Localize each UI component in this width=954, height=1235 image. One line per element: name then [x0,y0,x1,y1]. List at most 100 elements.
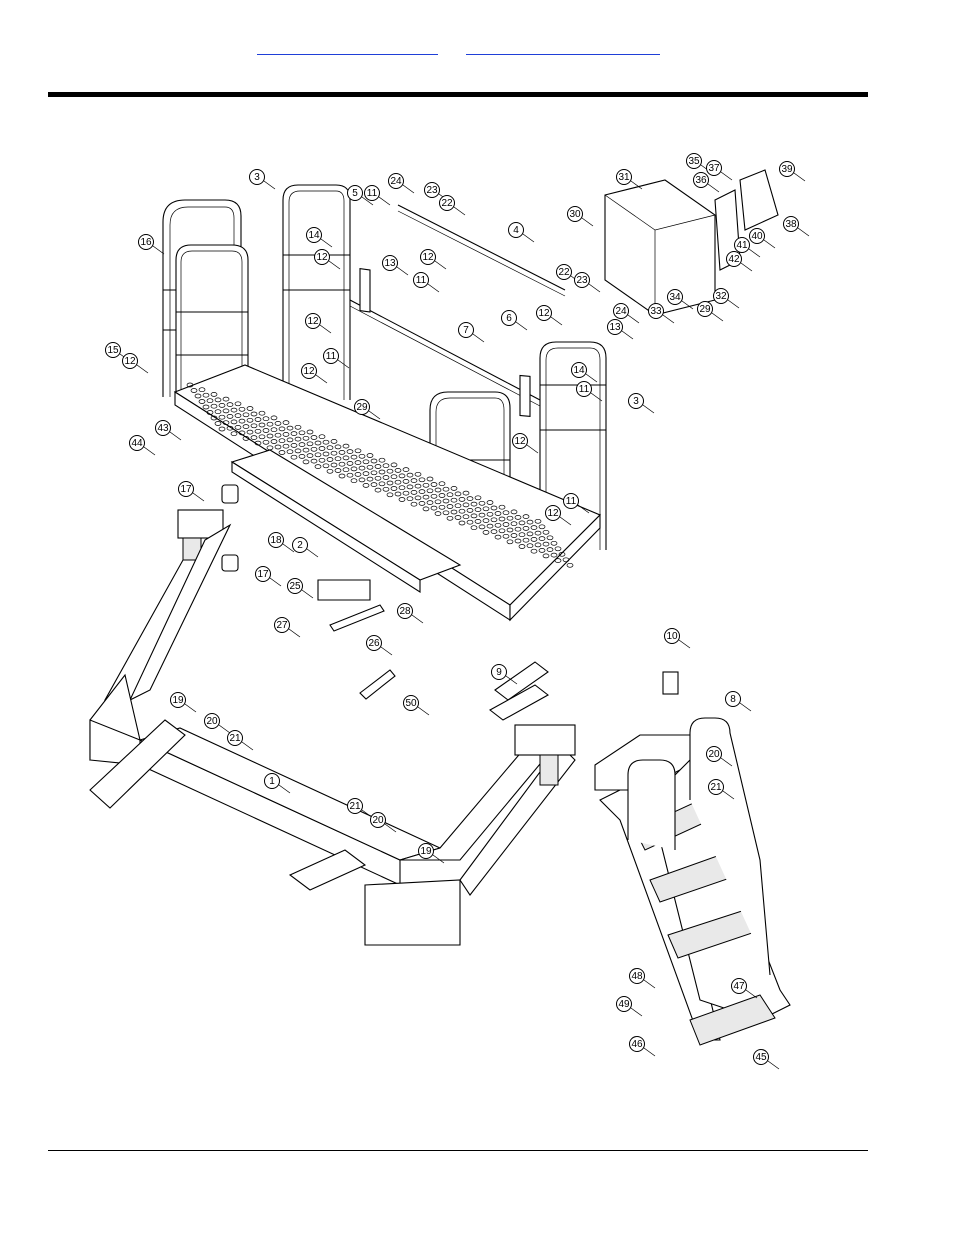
leader-line [559,516,572,526]
callout-13: 13 [607,319,623,335]
deck-hole [370,482,378,487]
deck-hole [458,497,466,502]
deck-hole [354,448,362,454]
deck-hole [334,456,342,462]
deck-hole [234,425,242,430]
deck-hole [526,531,534,537]
leader-line [515,321,528,331]
deck-hole [394,491,402,497]
svg-text:8: 8 [730,694,736,705]
callout-41: 41 [734,237,750,253]
deck-hole [494,511,502,516]
svg-text:40: 40 [751,231,763,242]
deck-hole [446,515,454,521]
svg-text:5: 5 [352,188,358,199]
callout-43: 43 [155,420,171,436]
deck-hole [482,530,490,535]
deck-hole [386,492,394,498]
deck-hole [430,493,438,499]
callout-25: 25 [287,578,303,594]
svg-text:9: 9 [496,667,502,678]
leader-line [368,410,381,420]
callout-22: 22 [556,264,572,280]
deck-hole [566,562,574,568]
deck-hole [254,440,262,446]
deck-hole [266,445,274,451]
header-link-1[interactable] [257,40,438,55]
svg-text:24: 24 [615,306,627,317]
callout-21: 21 [227,730,243,746]
deck-hole [378,481,386,487]
deck-hole [246,429,254,435]
leader-line [643,979,656,989]
deck-hole [506,515,514,521]
header-link-2[interactable] [466,40,660,55]
leader-line [793,172,806,182]
deck-hole [478,500,486,506]
deck-hole [534,542,542,548]
deck-hole [306,453,314,458]
callout-29: 29 [354,399,370,415]
leader-line [269,577,282,587]
deck-platform [173,364,601,622]
deck-hole [342,467,350,473]
deck-hole [466,519,474,525]
leader-line [384,823,397,833]
callout-16: 16 [138,234,154,250]
callout-19: 19 [418,843,434,859]
svg-text:21: 21 [229,733,241,744]
leader-line [288,628,301,638]
deck-hole [274,421,282,426]
leader-line [522,233,535,243]
deck-hole [330,439,338,444]
deck-hole [470,525,478,531]
leader-line [417,706,430,716]
deck-hole [418,477,426,483]
deck-hole [274,444,282,450]
callout-11: 11 [413,272,429,288]
deck-hole [290,454,298,460]
deck-hole [414,483,422,489]
deck-hole [450,509,458,515]
svg-text:23: 23 [426,185,438,196]
svg-text:33: 33 [650,306,662,317]
deck-hole [546,535,554,541]
deck-hole [406,472,414,478]
leader-line [169,431,182,441]
deck-hole [238,430,246,436]
deck-hole [298,454,306,459]
swing-arm-left [104,484,239,702]
deck-hole [354,460,362,465]
container-box [604,169,779,316]
deck-hole [234,401,242,407]
svg-text:45: 45 [755,1052,767,1063]
deck-hole [198,399,206,404]
deck-hole [486,523,494,529]
callout-47: 47 [731,978,747,994]
deck-hole [206,410,214,415]
callout-37: 37 [706,160,722,176]
deck-hole [258,410,266,416]
leader-line [396,266,409,276]
deck-hole [470,513,478,519]
deck-hole [206,398,214,404]
svg-text:34: 34 [669,292,681,303]
deck-hole [250,411,258,417]
deck-hole [370,470,378,476]
deck-hole [514,515,522,520]
deck-hole [530,537,538,542]
callout-38: 38 [783,216,799,232]
leader-line [505,675,518,685]
crossbar-rails [349,204,566,417]
deck-hole [370,458,378,464]
svg-text:42: 42 [728,254,740,265]
leader-line [361,196,374,206]
callout-21: 21 [708,779,724,795]
deck-hole [394,468,402,473]
deck-hole [346,461,354,466]
svg-text:20: 20 [206,716,218,727]
leader-line [797,227,810,237]
deck-hole [246,417,254,423]
deck-hole [250,435,258,440]
svg-text:36: 36 [695,175,707,186]
